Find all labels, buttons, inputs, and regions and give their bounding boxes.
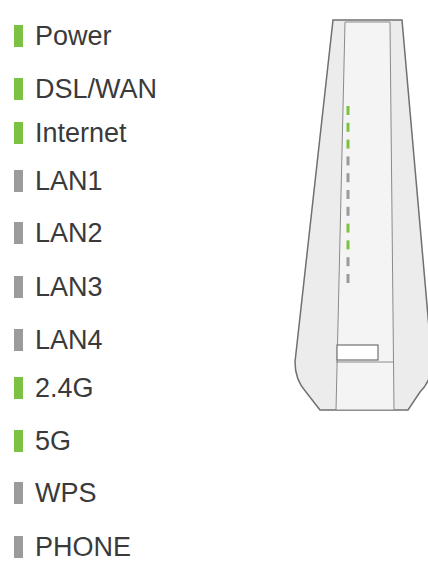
led-dash [347, 240, 350, 249]
legend-item: LAN1 [14, 164, 103, 198]
legend-item: 2.4G [14, 371, 94, 405]
legend-item: PHONE [14, 530, 131, 564]
led-swatch [14, 25, 23, 47]
led-dash [347, 156, 350, 165]
led-label: LAN1 [35, 164, 103, 198]
led-dash [347, 140, 350, 149]
led-swatch [14, 222, 23, 244]
led-label: LAN3 [35, 270, 103, 304]
led-dash [347, 207, 350, 216]
led-swatch [14, 276, 23, 298]
legend-item: Power [14, 19, 112, 53]
legend-item: 5G [14, 424, 71, 458]
led-swatch [14, 482, 23, 504]
router-front-strip [336, 22, 394, 410]
led-swatch [14, 122, 23, 144]
led-label: PHONE [35, 530, 131, 564]
router-badge [337, 345, 378, 360]
legend-item: DSL/WAN [14, 72, 157, 106]
router-seam [336, 362, 394, 363]
led-label: 5G [35, 424, 71, 458]
led-dash [347, 257, 350, 266]
led-label: LAN4 [35, 323, 103, 357]
led-dash [347, 224, 350, 233]
legend-item: LAN2 [14, 216, 103, 250]
led-dash [347, 106, 350, 115]
led-swatch [14, 329, 23, 351]
led-swatch [14, 430, 23, 452]
led-label: Power [35, 19, 112, 53]
router-body [295, 20, 428, 410]
led-label: LAN2 [35, 216, 103, 250]
led-swatch [14, 377, 23, 399]
led-label: WPS [35, 476, 97, 510]
led-swatch [14, 78, 23, 100]
led-label: Internet [35, 116, 127, 150]
led-dash [347, 274, 350, 283]
led-swatch [14, 536, 23, 558]
led-dash [347, 173, 350, 182]
led-dash [347, 123, 350, 132]
led-dash [347, 190, 350, 199]
led-label: 2.4G [35, 371, 94, 405]
led-strip [347, 106, 350, 283]
led-swatch [14, 170, 23, 192]
legend-item: LAN3 [14, 270, 103, 304]
led-label: DSL/WAN [35, 72, 157, 106]
legend-item: WPS [14, 476, 97, 510]
legend-item: LAN4 [14, 323, 103, 357]
legend-item: Internet [14, 116, 127, 150]
